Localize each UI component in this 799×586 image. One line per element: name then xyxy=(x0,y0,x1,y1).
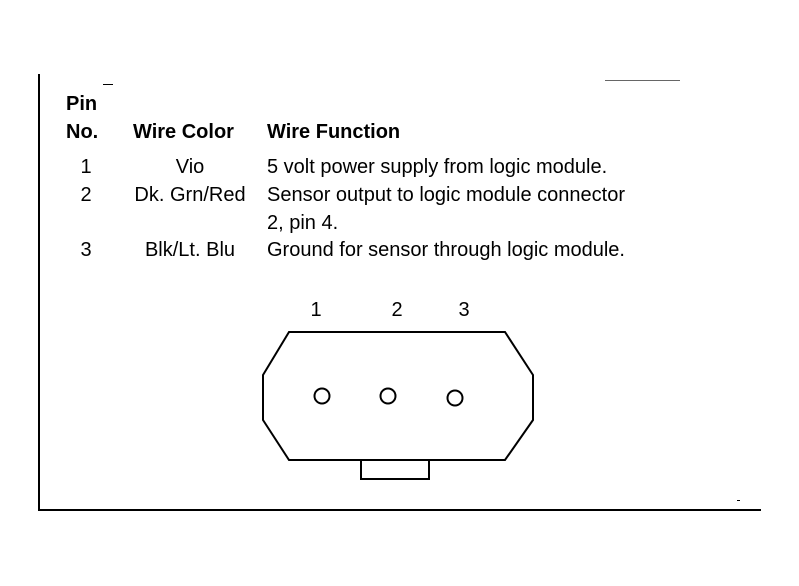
connector-diagram: 1 2 3 xyxy=(262,299,534,480)
connector-pin-hole-3 xyxy=(446,389,464,407)
frame-left-border xyxy=(38,74,40,511)
row-1-color: Vio xyxy=(175,156,205,178)
frame-bottom-border xyxy=(38,509,761,511)
connector-pin-label-3: 3 xyxy=(458,299,469,321)
row-3-color: Blk/Lt. Blu xyxy=(144,239,236,261)
connector-pin-label-2: 2 xyxy=(391,299,402,321)
row-2-color: Dk. Grn/Red xyxy=(134,184,246,206)
row-2-function: Sensor output to logic module connector xyxy=(267,184,625,206)
connector-latch-tab xyxy=(360,459,430,480)
header-wire-function: Wire Function xyxy=(267,121,401,143)
row-2-pin: 2 xyxy=(80,184,92,206)
scan-speck xyxy=(737,500,740,501)
scan-speck xyxy=(103,84,113,85)
row-1-function: 5 volt power supply from logic module. xyxy=(267,156,608,178)
row-2-function-cont: 2, pin 4. xyxy=(267,212,339,234)
header-pin: Pin xyxy=(66,93,98,115)
header-wire-color: Wire Color xyxy=(133,121,234,143)
scan-speck xyxy=(605,80,680,81)
connector-housing xyxy=(262,331,534,461)
connector-pin-hole-2 xyxy=(379,387,397,405)
row-3-pin: 3 xyxy=(80,239,92,261)
connector-pin-label-1: 1 xyxy=(310,299,321,321)
row-1-pin: 1 xyxy=(80,156,92,178)
header-pin-no: No. xyxy=(66,121,99,143)
connector-pin-hole-1 xyxy=(313,387,331,405)
row-3-function: Ground for sensor through logic module. xyxy=(267,239,625,261)
